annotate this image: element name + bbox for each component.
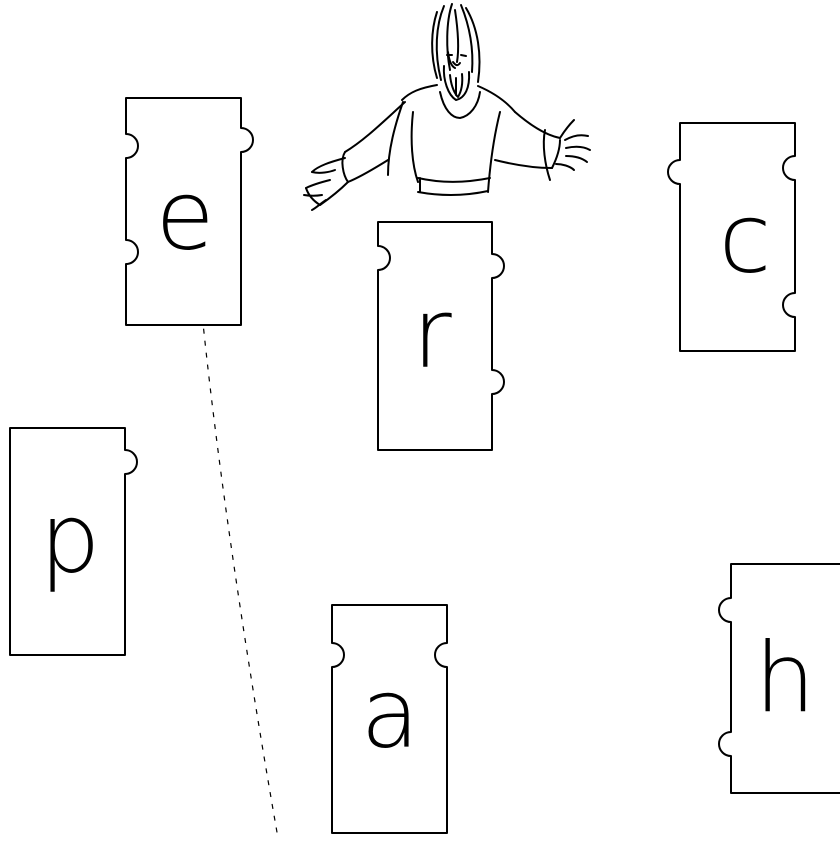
piece-p-letter: p (40, 482, 101, 594)
piece-e-letter: e (155, 159, 214, 271)
puzzle-piece-r[interactable]: r (377, 221, 505, 451)
piece-r-outline (377, 221, 505, 451)
puzzle-piece-p[interactable]: p (9, 427, 138, 656)
puzzle-piece-e[interactable]: e (125, 97, 254, 326)
piece-p-outline (9, 427, 138, 656)
piece-h-letter: h (755, 622, 816, 734)
piece-h-outline (718, 563, 840, 794)
piece-e-outline (125, 97, 254, 326)
piece-c-letter: c (719, 182, 772, 294)
piece-r-letter: r (412, 277, 452, 389)
bearded-figure-illustration (303, 3, 591, 211)
piece-c-outline (667, 122, 796, 352)
dashed-trail (199, 292, 279, 839)
puzzle-piece-h[interactable]: h (718, 563, 840, 794)
puzzle-piece-c[interactable]: c (667, 122, 796, 352)
puzzle-piece-a[interactable]: a (331, 604, 448, 834)
piece-a-outline (331, 604, 448, 834)
piece-a-letter: a (361, 657, 420, 769)
